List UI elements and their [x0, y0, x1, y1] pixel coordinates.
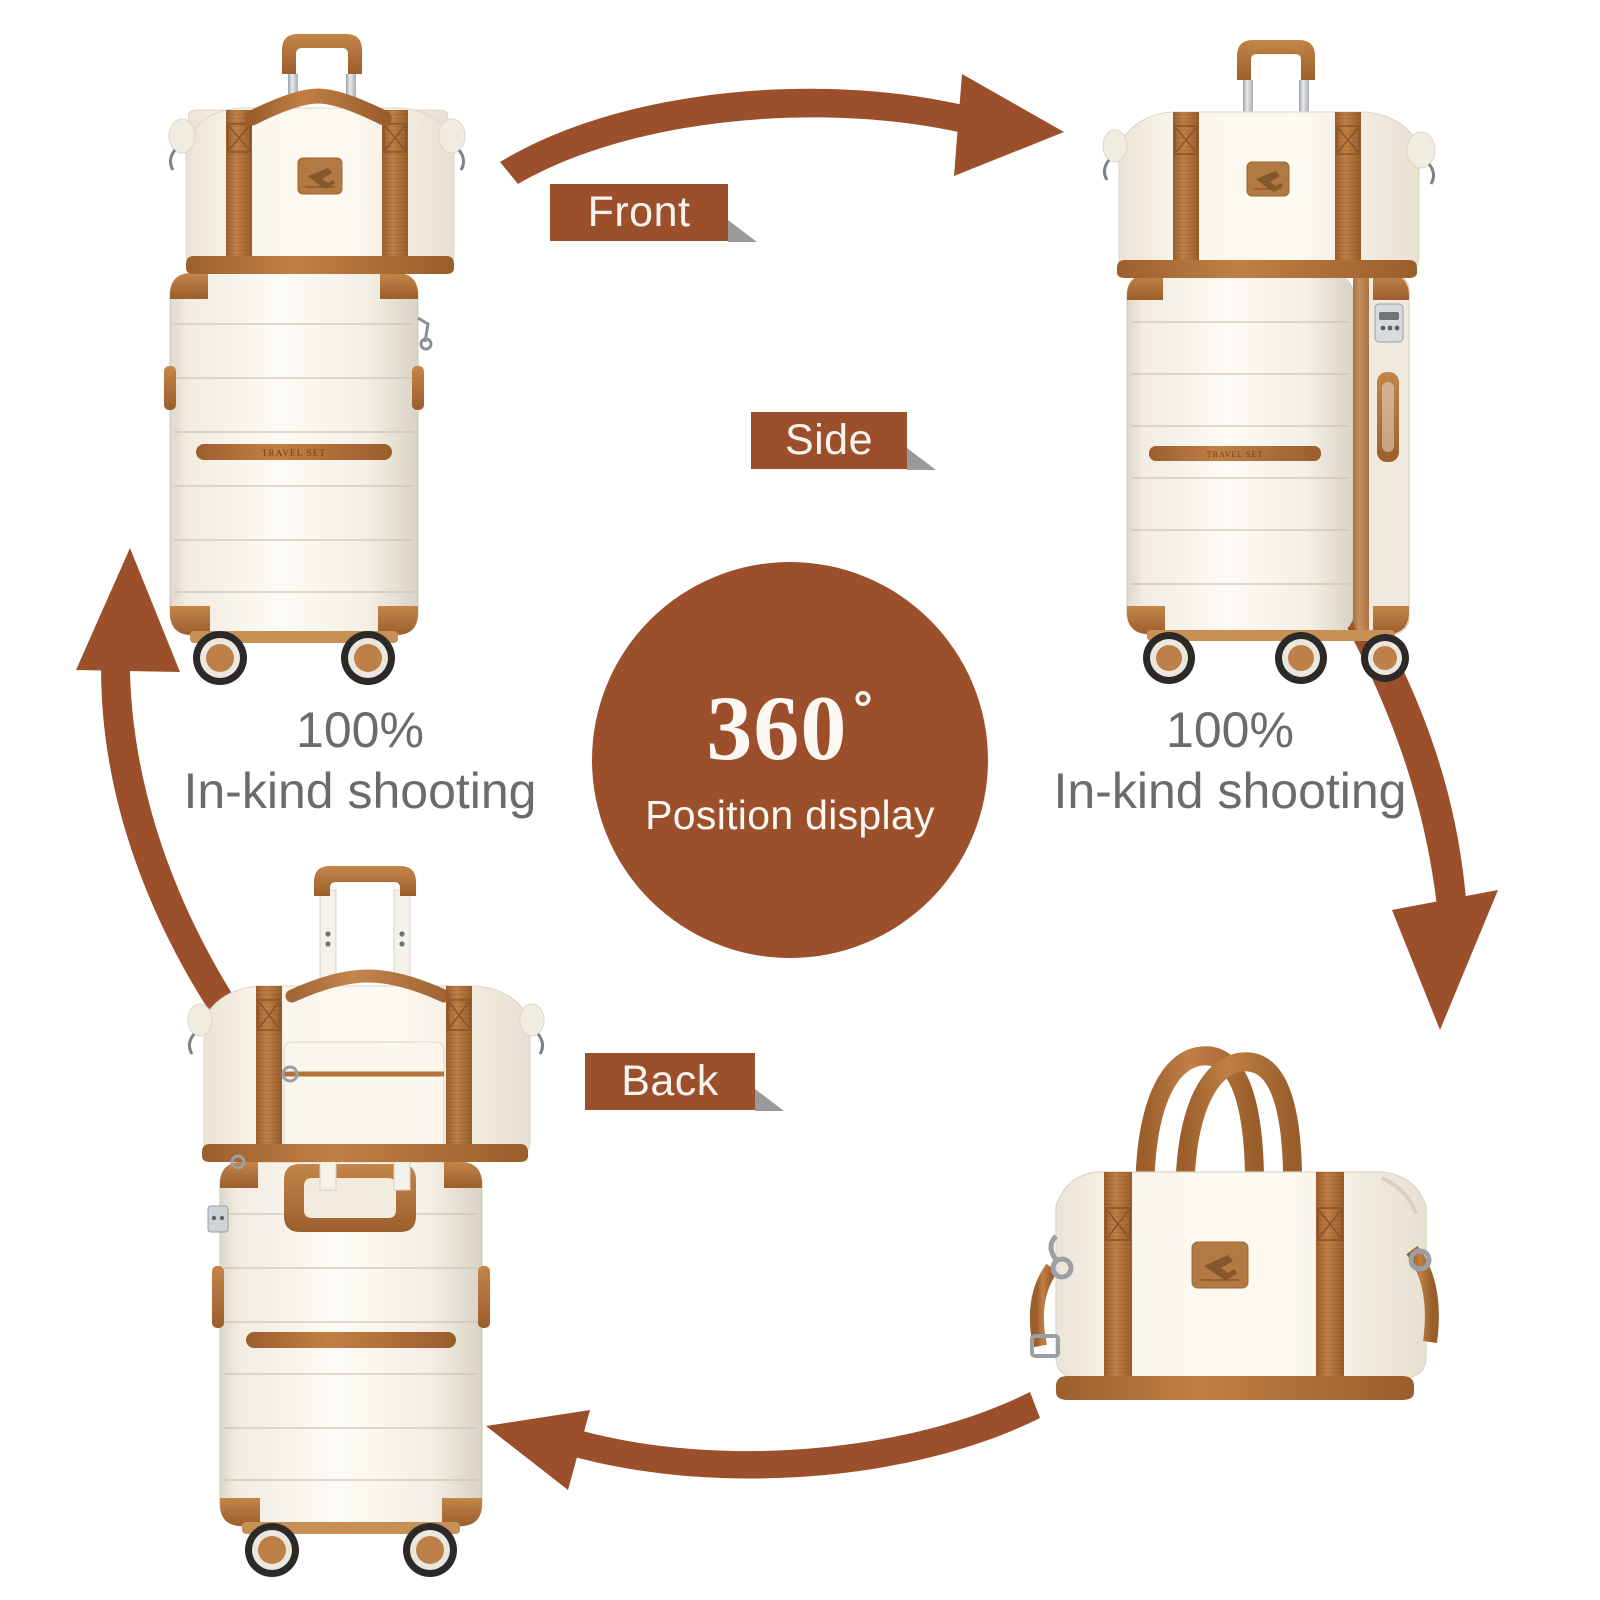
- product-front-view: TRAVEL SET: [164, 34, 466, 685]
- brand-logo-patch: [297, 157, 343, 195]
- svg-text:TRAVEL SET: TRAVEL SET: [1207, 450, 1263, 459]
- shoulder-strap: [1029, 1234, 1439, 1358]
- center-badge-360: 360 ° Position display: [592, 562, 988, 958]
- ribbon-fold-icon: [728, 220, 757, 242]
- label-front: Front: [550, 184, 757, 242]
- duffel-bag-side: [1102, 40, 1436, 278]
- carry-handles: [1135, 1046, 1303, 1230]
- caption-left-line2: In-kind shooting: [183, 763, 537, 819]
- degree-symbol: °: [853, 682, 874, 736]
- product-bag-detail-view: [1029, 1046, 1439, 1400]
- label-side-text: Side: [784, 416, 874, 464]
- caption-right-line2: In-kind shooting: [1053, 763, 1407, 819]
- ribbon-fold-icon: [907, 448, 936, 470]
- curved-arrow-left-icon: [486, 1392, 1040, 1490]
- curved-arrow-up-icon: [76, 548, 236, 1012]
- caption-left-line1: 100%: [296, 702, 424, 758]
- brand-logo-patch: [1246, 161, 1290, 197]
- label-front-text: Front: [587, 188, 691, 236]
- badge-subtitle: Position display: [645, 791, 935, 838]
- label-side: Side: [751, 412, 936, 470]
- suitcase-back: [207, 1161, 490, 1577]
- product-side-view: TRAVEL SET: [1102, 40, 1436, 684]
- caption-left: 100% In-kind shooting: [140, 700, 580, 822]
- tsa-lock: [1374, 303, 1404, 343]
- duffel-bag-front: [168, 34, 466, 274]
- duffel-bag-back: [187, 866, 545, 1191]
- label-back: Back: [585, 1053, 784, 1111]
- suitcase-front: TRAVEL SET: [164, 272, 433, 685]
- spinner-wheels: [193, 631, 395, 685]
- suitcase-side: TRAVEL SET: [1126, 273, 1410, 684]
- product-back-view: [187, 866, 545, 1577]
- label-back-text: Back: [621, 1057, 719, 1105]
- svg-text:TRAVEL SET: TRAVEL SET: [262, 448, 326, 458]
- spinner-wheels: [245, 1523, 457, 1577]
- caption-right: 100% In-kind shooting: [1010, 700, 1450, 822]
- badge-value: 360: [706, 676, 848, 779]
- spinner-wheels: [1143, 632, 1409, 684]
- badge-value-row: 360 °: [706, 682, 873, 774]
- tsa-lock: [207, 1205, 229, 1233]
- brand-logo-patch: [1191, 1241, 1249, 1289]
- caption-right-line1: 100%: [1166, 702, 1294, 758]
- curved-arrow-right-icon: [500, 74, 1064, 184]
- ribbon-fold-icon: [755, 1089, 784, 1111]
